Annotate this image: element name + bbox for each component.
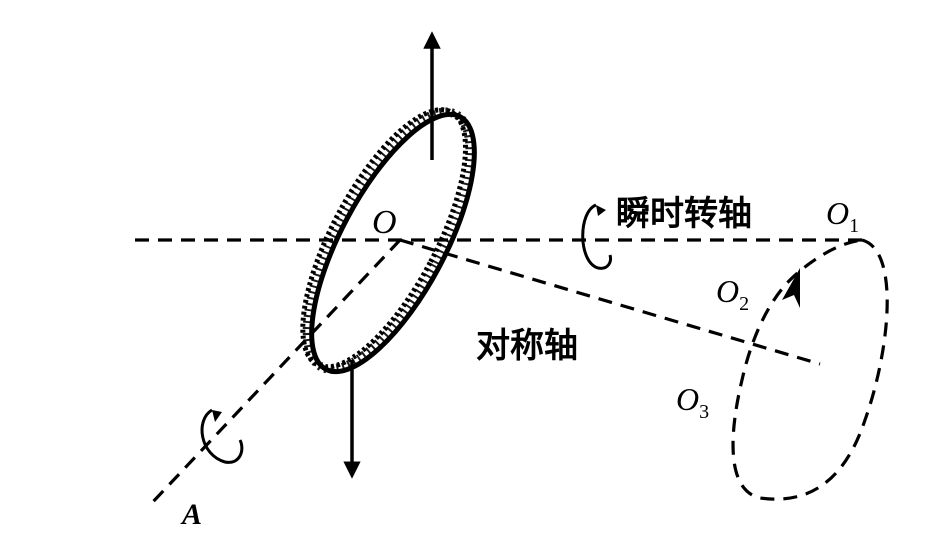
point-a-label: A: [180, 498, 202, 531]
symmetry-axis-label: 对称轴: [476, 326, 578, 366]
o1-label: O1: [826, 195, 859, 237]
a-axis-rotation-icon: [200, 408, 244, 464]
precession-arrow-icon: [782, 268, 800, 308]
instant-axis-label: 瞬时转轴: [616, 194, 752, 234]
o2-label: O2: [716, 273, 749, 315]
axis-to-a-line: [148, 238, 402, 507]
instant-axis-rotation-icon: [581, 203, 612, 270]
origin-label: O: [372, 204, 397, 241]
symmetry-axis-line: [399, 238, 821, 366]
precession-loop: [731, 238, 889, 501]
o3-label: O3: [676, 381, 709, 423]
